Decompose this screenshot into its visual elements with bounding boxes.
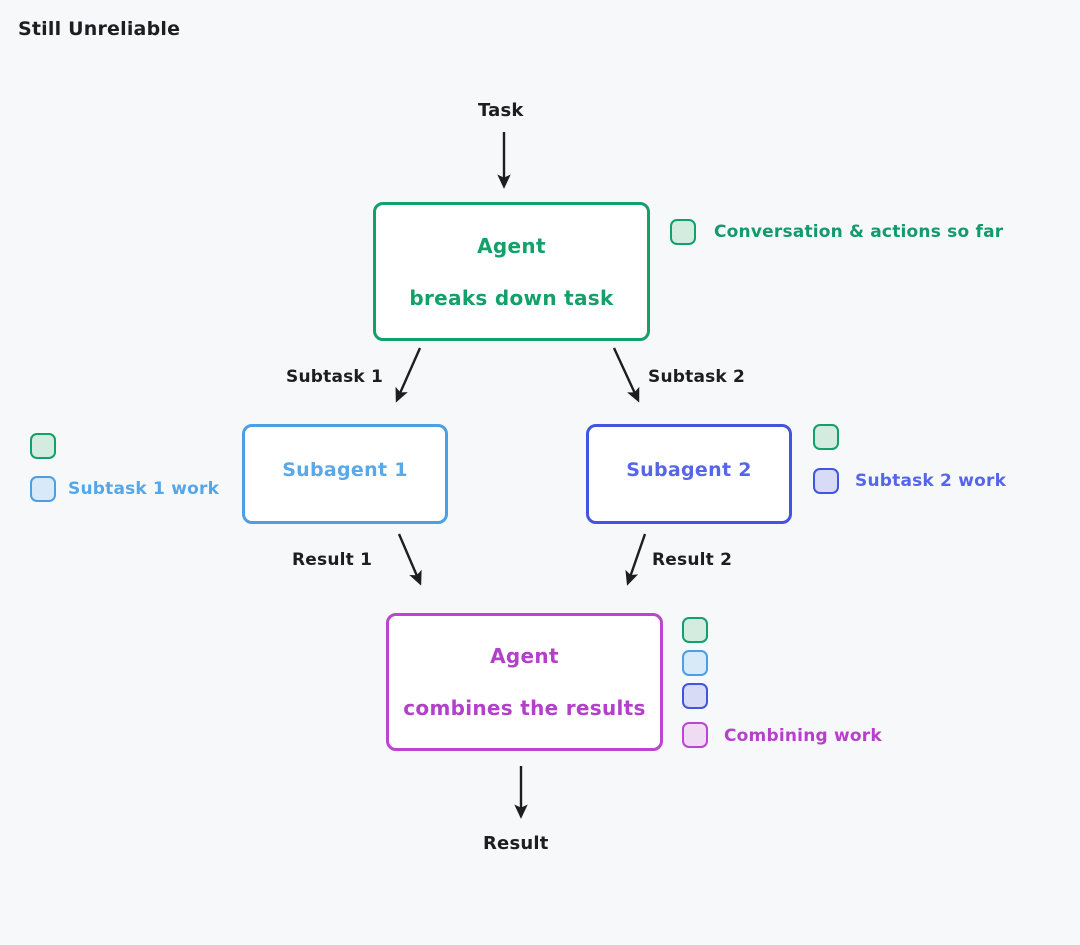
- legend-swatch-combining-purple: [682, 722, 708, 748]
- arrow-result-1: [397, 533, 422, 586]
- legend-label-conversation: Conversation & actions so far: [714, 222, 1004, 242]
- node-agent-top-line-1: Agent: [477, 233, 546, 258]
- node-agent-bottom-line-1: Agent: [490, 644, 559, 668]
- arrow-subtask-2: [612, 347, 640, 403]
- edge-label-task: Task: [478, 100, 524, 121]
- legend-swatch-combining-blue: [682, 650, 708, 676]
- arrow-subtask-1: [395, 347, 422, 403]
- edge-label-result: Result: [483, 833, 549, 854]
- node-subagent-2-label: Subagent 2: [626, 459, 752, 481]
- edge-label-result-1: Result 1: [292, 550, 373, 570]
- node-agent-breaks-down-task[interactable]: Agent breaks down task: [373, 202, 650, 341]
- edge-label-subtask-1: Subtask 1: [286, 367, 384, 387]
- legend-swatch-combining-indigo: [682, 683, 708, 709]
- node-agent-combines-results[interactable]: Agent combines the results: [386, 613, 663, 751]
- edge-label-subtask-2: Subtask 2: [648, 367, 746, 387]
- legend-swatch-subtask2-indigo: [813, 468, 839, 494]
- legend-label-subtask1-work: Subtask 1 work: [68, 479, 220, 499]
- edge-label-result-2: Result 2: [652, 550, 733, 570]
- legend-swatch-subtask1-green: [30, 433, 56, 459]
- arrow-result-2: [625, 533, 647, 586]
- legend-label-subtask2-work: Subtask 2 work: [855, 471, 1007, 491]
- node-subagent-2[interactable]: Subagent 2: [586, 424, 792, 524]
- legend-swatch-subtask2-green: [813, 424, 839, 450]
- legend-swatch-conversation-green: [670, 219, 696, 245]
- legend-label-combining-work: Combining work: [724, 726, 882, 746]
- node-subagent-1-label: Subagent 1: [282, 459, 408, 481]
- page-title: Still Unreliable: [18, 18, 181, 40]
- node-subagent-1[interactable]: Subagent 1: [242, 424, 448, 524]
- legend-swatch-subtask1-blue: [30, 476, 56, 502]
- node-agent-top-line-2: breaks down task: [409, 285, 614, 310]
- node-agent-bottom-line-2: combines the results: [403, 696, 646, 720]
- legend-swatch-combining-green: [682, 617, 708, 643]
